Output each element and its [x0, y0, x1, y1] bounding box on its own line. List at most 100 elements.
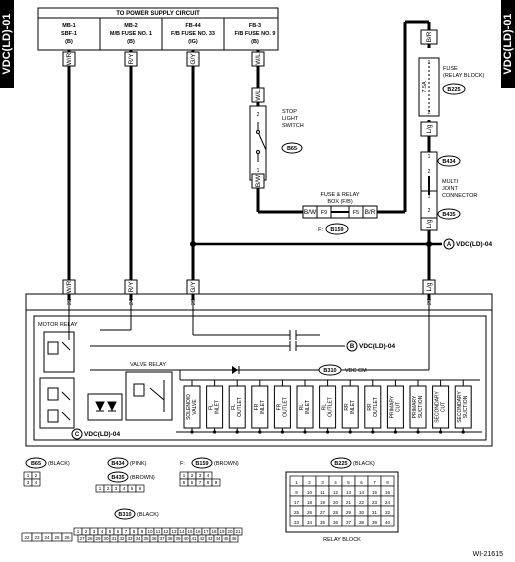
- ref-a: A: [447, 242, 452, 248]
- b225-cell-1: 1: [295, 480, 298, 485]
- wire-labels: W/R R/Y G/Y W/L: [62, 51, 265, 67]
- valve-1-label-2: VALVE: [192, 399, 198, 415]
- power-source-1-line-3: (B): [65, 39, 73, 45]
- power-source-1-line-1: MB-1: [62, 23, 75, 29]
- b159-b-cell-9: 9: [215, 480, 218, 485]
- valve-5-label-1: FR: [276, 403, 282, 410]
- b310-r2-cell-35: 35: [143, 536, 149, 541]
- valve-11-label-2: SUCTION: [418, 395, 424, 418]
- b225-cell-11: 11: [320, 490, 325, 495]
- b225-cell-14: 14: [359, 490, 365, 495]
- svg-text:L/g: L/g: [426, 124, 433, 133]
- power-source-3: FB-44F/B FUSE NO. 33(IG): [171, 23, 215, 45]
- valve-6-label-2: INLET: [305, 400, 311, 414]
- joint-ref-top: B434: [442, 159, 456, 165]
- power-source-4-line-1: FB-3: [249, 23, 261, 29]
- b225-cell-13: 13: [346, 490, 352, 495]
- b225-cell-37: 37: [346, 520, 352, 525]
- b310-r1-cell-1: 1: [77, 529, 80, 534]
- multi-joint-connector: 1 2 1 2 L/g: [420, 151, 438, 231]
- svg-text:22: 22: [67, 299, 73, 305]
- b434-color: (PINK): [130, 461, 147, 467]
- joint-ref-bottom: B435: [442, 212, 455, 218]
- pump-diode-bridge: [87, 393, 123, 421]
- b225-caption: RELAY BLOCK: [323, 537, 361, 543]
- ref-c: C: [75, 432, 80, 438]
- b225-cell-34: 34: [307, 520, 313, 525]
- valve-12-label-2: CUT: [441, 402, 447, 412]
- b225-cell-8: 8: [386, 480, 389, 485]
- b225-color: (BLACK): [353, 461, 375, 467]
- svg-text:1: 1: [428, 194, 431, 200]
- valve-12-label-1: SECONDARY: [435, 391, 441, 423]
- svg-text:B/W: B/W: [304, 209, 317, 216]
- valve-3-label-2: OUTLET: [237, 397, 243, 417]
- valve-13-label-1: SECONDARY: [457, 391, 463, 423]
- svg-text:1: 1: [428, 154, 431, 160]
- b310-r1-cell-8: 8: [133, 529, 136, 534]
- valve-relay-label: VALVE RELAY: [130, 362, 166, 368]
- b159-a-cell-1: 1: [183, 473, 186, 478]
- power-supply-title: TO POWER SUPPLY CIRCUIT: [116, 11, 200, 17]
- b65-cell-3: 3: [27, 480, 30, 485]
- svg-text:F5: F5: [353, 210, 359, 216]
- b225-cell-36: 36: [333, 520, 339, 525]
- svg-text:2: 2: [428, 208, 431, 214]
- b310-r1-cell-11: 11: [156, 529, 161, 534]
- svg-text:R/Y: R/Y: [128, 281, 135, 293]
- b435-cell-3: 3: [115, 486, 118, 491]
- fuse-box-label-2: BOX (F/B): [327, 199, 353, 205]
- b225-cell-5: 5: [347, 480, 350, 485]
- b310-r1-cell-21: 21: [235, 529, 241, 534]
- b225-cell-28: 28: [333, 510, 339, 515]
- joint-label-3: CONNECTOR: [442, 193, 477, 199]
- svg-text:W/R: W/R: [66, 280, 73, 293]
- b225-cell-27: 27: [320, 510, 326, 515]
- b65-cell-2: 2: [35, 473, 38, 478]
- motor-relay-label: MOTOR RELAY: [38, 322, 78, 328]
- valve-11-label-1: PRIMARY: [412, 395, 418, 418]
- b310-r1-cell-6: 6: [117, 529, 120, 534]
- svg-text:B/R: B/R: [365, 209, 376, 216]
- b310-left-cell-26: 26: [64, 535, 70, 540]
- fuse-ref: B225: [447, 87, 460, 93]
- b225-cell-22: 22: [359, 500, 365, 505]
- b225-cell-23: 23: [372, 500, 378, 505]
- b310-r2-cell-40: 40: [183, 536, 189, 541]
- valve-8-label-1: RR: [344, 403, 350, 411]
- valve-7-label-2: OUTLET: [328, 397, 334, 417]
- b310-r2-cell-29: 29: [95, 536, 101, 541]
- b310-r1-cell-17: 17: [203, 529, 209, 534]
- b310-r2-cell-27: 27: [79, 536, 85, 541]
- b310-r2-cell-34: 34: [135, 536, 141, 541]
- b159-color: (BROWN): [214, 461, 239, 467]
- ref-b: B: [350, 344, 355, 350]
- b310-left-cell-23: 23: [34, 535, 40, 540]
- b310-r2-cell-45: 45: [223, 536, 229, 541]
- svg-text:W/L: W/L: [255, 89, 262, 101]
- power-source-3-line-2: F/B FUSE NO. 33: [171, 31, 215, 37]
- b310-r1-cell-13: 13: [171, 529, 177, 534]
- b225-cell-40: 40: [385, 520, 391, 525]
- b310-r1-cell-15: 15: [187, 529, 193, 534]
- svg-text:L/g: L/g: [426, 282, 433, 291]
- svg-text:G/Y: G/Y: [190, 53, 197, 65]
- vdc-cm-ref: B310: [323, 368, 336, 374]
- b310-left-cell-25: 25: [54, 535, 60, 540]
- b310-r1-cell-18: 18: [211, 529, 217, 534]
- valve-9-label-2: OUTLET: [373, 397, 379, 417]
- b310-r2-cell-30: 30: [103, 536, 109, 541]
- b225-cell-33: 33: [294, 520, 300, 525]
- power-source-4-line-2: F/B FUSE NO. 9: [235, 31, 276, 37]
- power-source-2-line-3: (B): [127, 39, 135, 45]
- b159-ref: B159: [195, 461, 208, 467]
- b159-oval: [191, 457, 213, 469]
- b225-cell-16: 16: [385, 490, 391, 495]
- b225-cell-15: 15: [372, 490, 378, 495]
